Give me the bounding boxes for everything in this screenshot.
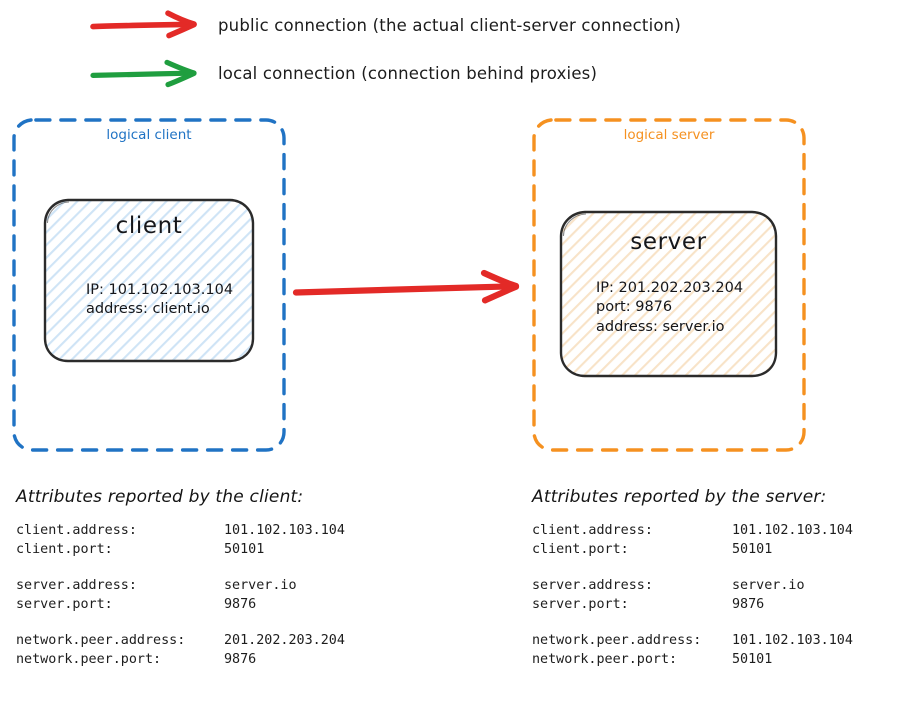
table-group-spacer [532, 559, 853, 576]
table-row: server.port: 9876 [532, 595, 853, 614]
server-node-shape [559, 210, 778, 378]
server-attributes-table: client.address: 101.102.103.104 client.p… [532, 521, 853, 669]
attr-value: server.io [224, 578, 297, 594]
attr-key: server.port: [16, 597, 113, 613]
attr-key: client.port: [532, 542, 629, 558]
client-reported-attributes-panel: Attributes reported by the client: clien… [16, 487, 345, 669]
client-attributes-table: client.address: 101.102.103.104 client.p… [16, 521, 345, 669]
legend-item-local-connection: local connection (connection behind prox… [90, 56, 597, 90]
attr-value: 50101 [732, 542, 773, 558]
attr-key: server.address: [532, 578, 653, 594]
legend-item-public-connection: public connection (the actual client-ser… [90, 8, 681, 42]
attr-key: client.port: [16, 542, 113, 558]
attr-value: 101.102.103.104 [732, 633, 853, 649]
attr-key: server.address: [16, 578, 137, 594]
table-group-spacer [16, 559, 345, 576]
logical-client-dashed-border [12, 118, 286, 452]
attr-key: network.peer.address: [16, 633, 186, 649]
client-attributes-heading: Attributes reported by the client: [16, 487, 304, 507]
attr-value: 201.202.203.204 [224, 633, 345, 649]
table-row: client.port: 50101 [16, 540, 345, 559]
attr-value: 50101 [224, 542, 265, 558]
attr-value: 50101 [732, 652, 773, 668]
table-row: server.address: server.io [532, 576, 853, 595]
attr-key: network.peer.port: [16, 652, 162, 668]
server-reported-attributes-panel: Attributes reported by the server: clien… [532, 487, 853, 669]
logical-server-dashed-border [532, 118, 806, 452]
server-node[interactable]: server IP: 201.202.203.204 port: 9876 ad… [558, 209, 779, 379]
table-row: server.port: 9876 [16, 595, 345, 614]
table-row: network.peer.port: 50101 [532, 650, 853, 669]
legend-label-public-connection: public connection (the actual client-ser… [218, 15, 681, 35]
attr-key: network.peer.address: [532, 633, 702, 649]
table-row: client.address: 101.102.103.104 [16, 521, 345, 540]
public-connection-arrow-icon [292, 269, 520, 304]
attr-value: 9876 [732, 597, 765, 613]
table-group-spacer [532, 614, 853, 631]
server-attributes-heading: Attributes reported by the server: [532, 487, 827, 507]
red-arrow-icon [90, 10, 197, 39]
attr-value: 9876 [224, 652, 257, 668]
attr-value: 101.102.103.104 [224, 523, 345, 538]
green-arrow-icon [90, 59, 197, 88]
table-row: network.peer.address: 201.202.203.204 [16, 631, 345, 650]
table-row: network.peer.port: 9876 [16, 650, 345, 669]
attr-value: 101.102.103.104 [732, 523, 853, 538]
table-row: network.peer.address: 101.102.103.104 [532, 631, 853, 650]
client-node-shape [43, 198, 255, 363]
attr-value: server.io [732, 578, 805, 594]
legend-label-local-connection: local connection (connection behind prox… [218, 63, 598, 83]
attr-key: network.peer.port: [532, 652, 678, 668]
table-group-spacer [16, 614, 345, 631]
table-row: client.address: 101.102.103.104 [532, 521, 853, 540]
attr-key: server.port: [532, 597, 629, 613]
attr-value: 9876 [224, 597, 257, 613]
attr-key: client.address: [16, 523, 137, 538]
table-row: client.port: 50101 [532, 540, 853, 559]
attr-key: client.address: [532, 523, 653, 538]
client-node[interactable]: client IP: 101.102.103.104 address: clie… [42, 197, 256, 364]
table-row: server.address: server.io [16, 576, 345, 595]
